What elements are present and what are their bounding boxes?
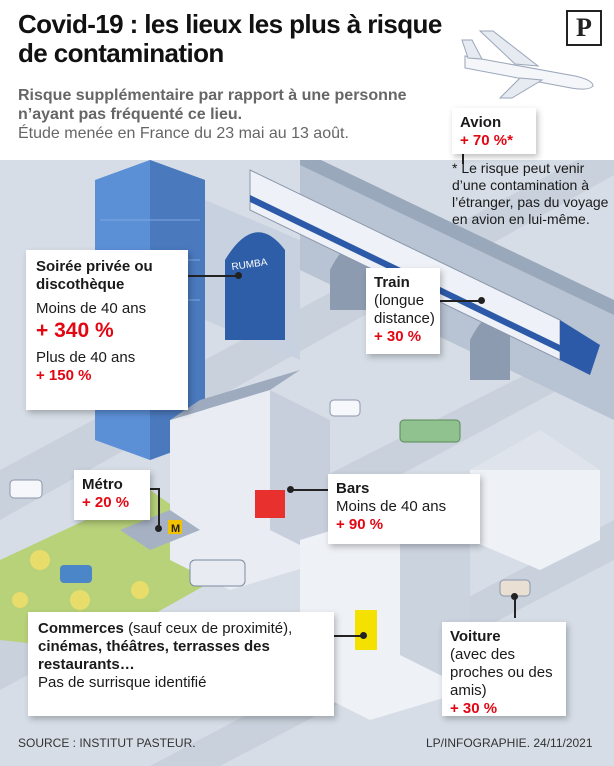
voiture-leader — [514, 596, 516, 618]
train-leader — [430, 300, 480, 302]
metro-dot — [155, 525, 162, 532]
avion-label: Avion — [460, 114, 502, 131]
commerces-label: Commerces — [38, 620, 124, 637]
callout-commerces: Commerces (sauf ceux de proximité), ciné… — [28, 612, 334, 716]
train-value: + 30 % — [374, 328, 422, 345]
voiture-detail: (avec des proches ou des amis) — [450, 646, 553, 699]
bars-group: Moins de 40 ans — [336, 498, 447, 515]
soiree-group-under-40: Moins de 40 ans — [36, 300, 147, 317]
soiree-value-over-40: + 150 % — [36, 367, 92, 384]
voiture-value: + 30 % — [450, 700, 498, 717]
avion-footnote: * Le risque peut venir d’une contaminati… — [452, 160, 609, 227]
bars-dot — [287, 486, 294, 493]
page-title: Covid-19 : les lieux les plus à risque d… — [18, 9, 442, 68]
metro-leader-h — [150, 488, 160, 490]
avion-leader — [462, 150, 464, 164]
soiree-group-over-40: Plus de 40 ans — [36, 349, 136, 366]
museum-building — [470, 430, 600, 570]
callout-train: Train (longue distance) + 30 % — [366, 268, 440, 354]
commerces-result: Pas de surrisque identifié — [38, 674, 207, 691]
callout-metro: Métro + 20 % — [74, 470, 150, 520]
infographic-credit: LP/INFOGRAPHIE. 24/11/2021 — [426, 736, 593, 750]
source-credit: SOURCE : INSTITUT PASTEUR. — [18, 736, 196, 750]
soiree-leader — [188, 275, 238, 277]
train-dot — [478, 297, 485, 304]
rumba-sign: RUMBA — [231, 257, 269, 273]
commerces-leader — [332, 635, 362, 637]
avion-value: + 70 %* — [460, 132, 513, 149]
subtitle: Risque supplémentaire par rapport à une … — [18, 87, 407, 123]
soiree-label: Soirée privée ou discothèque — [36, 258, 153, 293]
metro-value: + 20 % — [82, 494, 130, 511]
commerces-list: cinémas, théâtres, terrasses des restaur… — [38, 638, 270, 673]
train-detail: (longue distance) — [374, 292, 435, 327]
voiture-dot — [511, 593, 518, 600]
publisher-logo: P — [566, 10, 602, 46]
study-period: Étude menée en France du 23 mai au 13 ao… — [18, 125, 349, 142]
commerces-dot — [360, 632, 367, 639]
metro-label: Métro — [82, 476, 123, 493]
voiture-label: Voiture — [450, 628, 501, 645]
commerces-detail: (sauf ceux de proximité), — [128, 620, 293, 637]
callout-soiree: Soirée privée ou discothèque Moins de 40… — [26, 250, 188, 410]
vehicles — [9, 399, 531, 597]
callout-avion: Avion + 70 %* — [452, 108, 536, 154]
train-label: Train — [374, 274, 410, 291]
airplane-icon — [461, 30, 594, 99]
callout-bars: Bars Moins de 40 ans + 90 % — [328, 474, 480, 544]
soiree-value-under-40: + 340 % — [36, 319, 114, 342]
club-building: RUMBA — [205, 200, 300, 360]
bars-leader — [290, 489, 332, 491]
central-building — [170, 370, 330, 590]
metro-sign: M — [171, 523, 180, 535]
bars-value: + 90 % — [336, 516, 384, 533]
bars-label: Bars — [336, 480, 370, 497]
metro-leader-v — [158, 488, 160, 528]
callout-voiture: Voiture (avec des proches ou des amis) +… — [442, 622, 566, 717]
soiree-dot — [235, 272, 242, 279]
